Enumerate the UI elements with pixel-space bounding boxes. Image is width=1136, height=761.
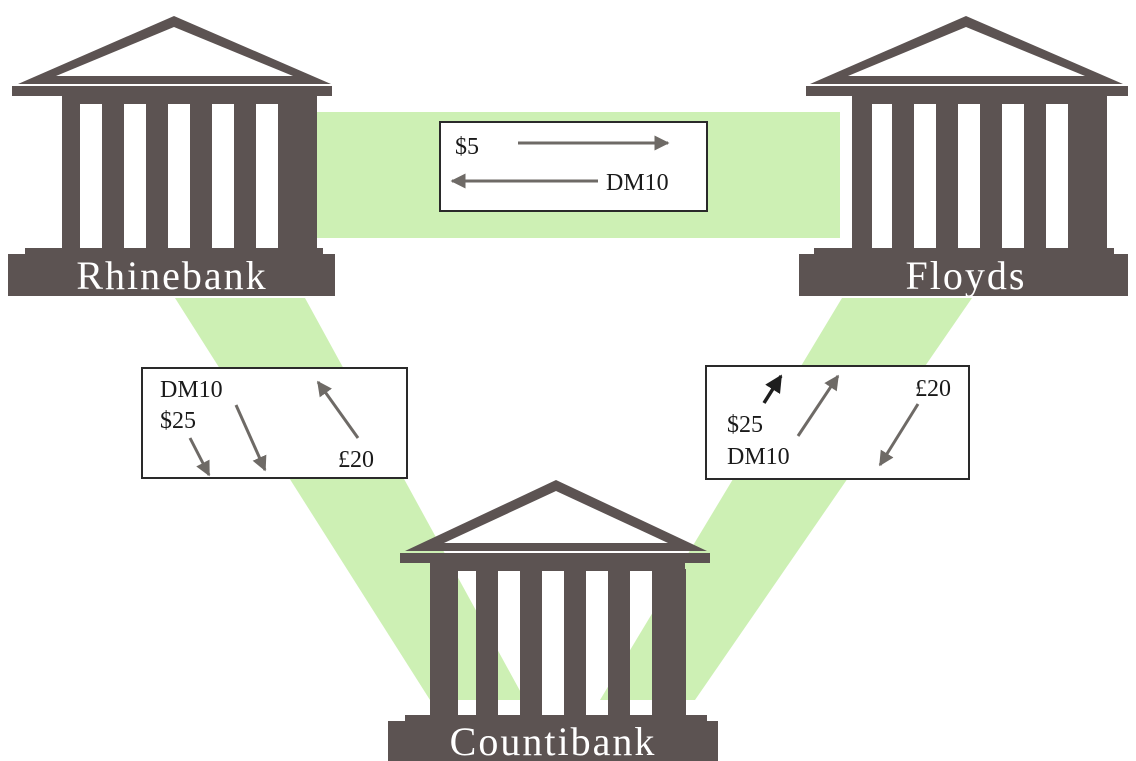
amount-pound-20: £20	[338, 447, 374, 473]
arrow-pound-to-countibank	[878, 403, 920, 467]
arrow-pound-to-rhinebank	[316, 380, 360, 439]
floyds-building	[799, 16, 1128, 296]
amount-dm-10: DM10	[727, 444, 790, 470]
rhinebank-building	[8, 16, 335, 296]
arrow-dm-to-countibank	[234, 404, 267, 472]
arrow-dm-to-floyds	[796, 374, 840, 437]
transfer-box-rhinebank-countibank: DM10 $25 £20	[141, 367, 408, 479]
transfer-box-floyds-countibank: £20 $25 DM10	[705, 365, 970, 480]
floyds-label: Floyds	[906, 253, 1027, 298]
rhinebank-label: Rhinebank	[76, 253, 267, 298]
countibank-label: Countibank	[450, 719, 657, 761]
arrow-dollar-to-floyds	[762, 374, 783, 404]
arrow-dollar-to-countibank	[188, 437, 211, 477]
amount-dm-10: DM10	[160, 377, 223, 403]
channel-rhinebank-countibank	[175, 298, 525, 700]
amount-dm-10: DM10	[606, 170, 669, 196]
amount-dollar-5: $5	[455, 134, 479, 160]
amount-dollar-25: $25	[160, 408, 196, 434]
countibank-building	[388, 480, 718, 761]
amount-pound-20: £20	[915, 376, 951, 402]
amount-dollar-25: $25	[727, 412, 763, 438]
transfer-box-rhinebank-floyds: $5 DM10	[439, 121, 708, 212]
